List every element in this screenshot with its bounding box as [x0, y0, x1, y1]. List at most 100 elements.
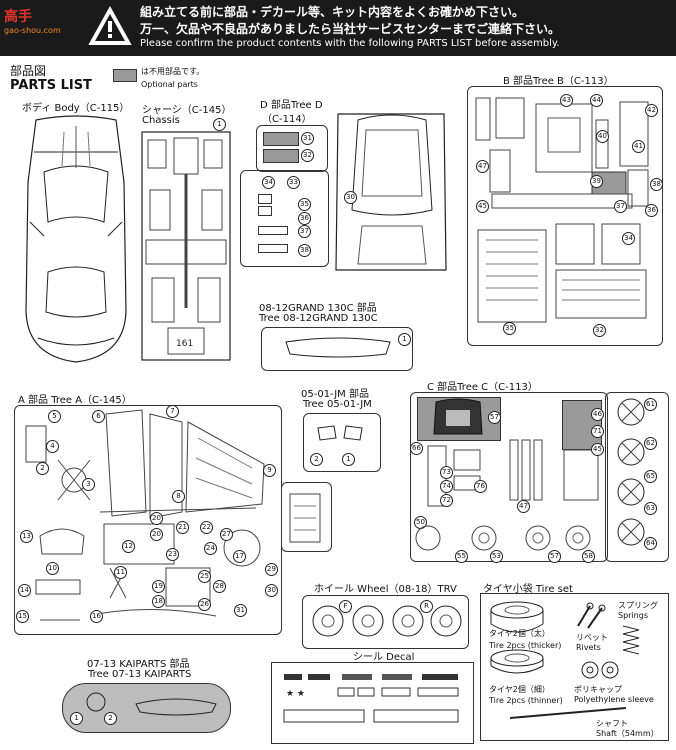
jm-mirrors-drawing [317, 425, 363, 441]
wheel-rear-mark: R [420, 600, 433, 613]
part-number: 2 [310, 453, 323, 466]
part-number: 9 [263, 464, 276, 477]
part-number: 30 [265, 584, 278, 597]
parts-list-title-en: PARTS LIST [10, 78, 92, 93]
header-line-1: 組み立てる前に部品・デカール等、キット内容をよくお確かめ下さい。 [140, 5, 525, 19]
tree-d-window-part [263, 132, 299, 146]
part-number: 61 [644, 398, 657, 411]
parts-list-title-jp: 部品図 [10, 64, 47, 78]
tree-c-window-drawing [433, 398, 483, 435]
rivet-drawing [577, 602, 606, 629]
part-number: 4 [46, 440, 59, 453]
tire-set-label: タイヤ小袋 Tire set [483, 584, 573, 595]
part-number: 6 [92, 410, 105, 423]
tree-a-label: A 部品 Tree A（C-145） [18, 395, 132, 406]
part-number: 34 [262, 176, 275, 189]
part-number: 58 [582, 550, 595, 563]
springs-jp: スプリング [618, 601, 658, 610]
part-number: 7 [166, 405, 179, 418]
sleeve-jp: ポリキャップ [574, 685, 622, 694]
part-number: 31 [234, 604, 247, 617]
tree-d-small-part [258, 206, 272, 216]
wheel-parts-drawing [312, 605, 462, 637]
part-number: 2 [104, 712, 117, 725]
part-number: 15 [16, 610, 29, 623]
part-number: 11 [114, 566, 127, 579]
wheel-label: ホイール Wheel（08-18）TRV [314, 584, 457, 595]
shaft-en: Shaft（54mm） [596, 729, 659, 738]
part-number: 1 [398, 333, 411, 346]
interior-tub-drawing [335, 113, 447, 271]
part-number: 35 [298, 198, 311, 211]
part-number: 24 [204, 542, 217, 555]
part-number: 44 [590, 94, 603, 107]
part-number: 5 [48, 410, 61, 423]
part-number: 1 [213, 118, 226, 131]
jm-runner [303, 413, 381, 472]
part-number: 45 [476, 200, 489, 213]
part-number: 27 [220, 528, 233, 541]
part-number: 47 [476, 160, 489, 173]
part-number: 20 [150, 528, 163, 541]
kaiparts-label-1: 07-13 KAIPARTS 部品 [87, 659, 190, 670]
tree-c-wheels-drawing [415, 525, 591, 551]
part-number: 37 [298, 225, 311, 238]
part-number: 57 [548, 550, 561, 563]
part-number: 63 [644, 502, 657, 515]
part-number: 1 [342, 453, 355, 466]
tree-d-small-part [258, 226, 288, 235]
grand-label-2: Tree 08-12GRAND 130C [259, 313, 378, 324]
watermark-logo: 高手 gao-shou.com [4, 6, 74, 40]
part-number: 36 [298, 212, 311, 225]
tree-b-runner [467, 86, 663, 346]
part-number: 25 [198, 570, 211, 583]
tree-d-small-part [258, 244, 288, 253]
tree-d-window-part [263, 149, 299, 163]
part-number: 18 [152, 595, 165, 608]
body-drawing [25, 115, 127, 363]
grand-runner [261, 327, 413, 371]
part-number: 33 [287, 176, 300, 189]
part-number: 12 [122, 540, 135, 553]
kaiparts-runner [62, 683, 231, 733]
tree-d-window-frame [256, 125, 328, 172]
sleeve-en: Polyethylene sleeve [574, 695, 654, 704]
rivets-en: Rivets [576, 643, 601, 652]
part-number: 29 [265, 563, 278, 576]
part-number: 17 [233, 550, 246, 563]
part-number: 10 [46, 562, 59, 575]
part-number: 32 [593, 324, 606, 337]
tree-b-parts-drawing [475, 97, 649, 323]
tire-thin-en: Tire 2pcs (thinner) [489, 696, 563, 705]
part-number: 53 [490, 550, 503, 563]
part-number: 20 [150, 512, 163, 525]
warning-icon [88, 5, 132, 45]
part-number: 26 [198, 598, 211, 611]
tire-thick-en: Tire 2pcs (thicker) [489, 641, 562, 650]
tire-set-frame [480, 593, 669, 741]
tree-c-wheel-stack-drawing [617, 398, 645, 546]
body-label: ボディ Body（C-115） [22, 103, 130, 114]
part-number: 40 [596, 130, 609, 143]
part-number: 64 [644, 537, 657, 550]
chassis-label-en: Chassis [142, 115, 180, 126]
part-number: 45 [591, 443, 604, 456]
part-number: 55 [455, 550, 468, 563]
tree-c-wheel-runner [605, 392, 669, 562]
tree-d-runner [240, 170, 329, 267]
part-number: 71 [591, 425, 604, 438]
part-number: 62 [644, 437, 657, 450]
part-number: 41 [632, 140, 645, 153]
shaft-jp: シャフト [596, 719, 628, 728]
part-number: 34 [622, 232, 635, 245]
decal-sheet [271, 662, 474, 744]
tree-a-extension-drawing [289, 493, 321, 543]
watermark-mark: 高手 [4, 9, 32, 25]
part-number: 2 [36, 462, 49, 475]
shaft-drawing [509, 707, 627, 719]
part-number: 36 [645, 204, 658, 217]
tree-c-runner [410, 392, 608, 562]
part-number: 38 [650, 178, 663, 191]
part-number: 39 [590, 175, 603, 188]
part-number: 46 [591, 408, 604, 421]
